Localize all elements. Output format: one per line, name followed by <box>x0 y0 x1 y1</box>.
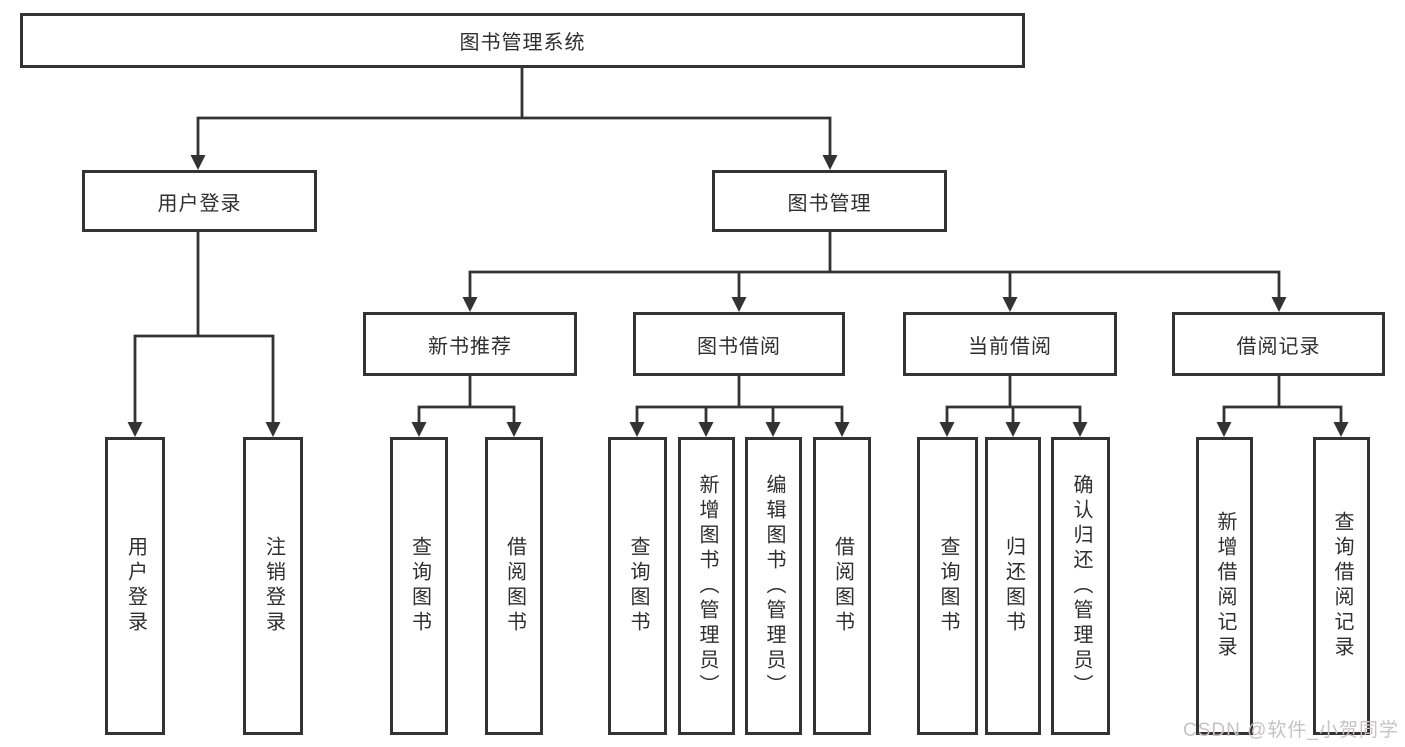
connector-line <box>945 374 1082 428</box>
node-book-borrow: 图书借阅 <box>633 312 845 376</box>
leaf-rec-borrow-books-label: 借阅图书 <box>503 536 526 636</box>
node-new-book-recommend: 新书推荐 <box>363 312 577 376</box>
leaf-user-login-label: 用户登录 <box>124 536 147 636</box>
node-root-label: 图书管理系统 <box>459 32 586 54</box>
node-book-borrow-label: 图书借阅 <box>697 335 781 358</box>
leaf-add-borrow-record-label: 新增借阅记录 <box>1214 511 1236 661</box>
leaf-query-borrow-record-label: 查询借阅记录 <box>1331 511 1353 661</box>
arrowhead-icon <box>939 422 955 437</box>
arrowhead-icon <box>411 422 427 437</box>
arrowhead-icon <box>1072 422 1088 437</box>
arrowhead-icon <box>462 297 478 312</box>
leaf-current-query-books-label: 查询图书 <box>937 536 959 636</box>
leaf-query-borrow-record: 查询借阅记录 <box>1313 437 1370 735</box>
arrowhead-icon <box>1271 297 1287 312</box>
arrowhead-icon <box>190 155 206 170</box>
leaf-add-borrow-record: 新增借阅记录 <box>1196 437 1253 735</box>
node-current-borrow: 当前借阅 <box>903 312 1117 376</box>
node-new-book-recommend-label: 新书推荐 <box>428 335 512 358</box>
arrowhead-icon <box>698 422 714 437</box>
leaf-borrow-books-label: 借阅图书 <box>831 536 854 636</box>
leaf-rec-borrow-books: 借阅图书 <box>485 437 543 735</box>
arrowhead-icon <box>629 422 645 437</box>
node-root: 图书管理系统 <box>20 13 1025 68</box>
leaf-user-login: 用户登录 <box>105 437 165 735</box>
arrowhead-icon <box>765 422 781 437</box>
node-user-login: 用户登录 <box>82 170 317 232</box>
leaf-edit-books-admin: 编辑图书（管理员） <box>745 437 802 735</box>
node-user-login-label: 用户登录 <box>157 192 242 215</box>
connector-line <box>635 374 844 428</box>
arrowhead-icon <box>1216 422 1232 437</box>
leaf-logout: 注销登录 <box>243 437 303 735</box>
arrowhead-icon <box>822 155 838 170</box>
csdn-watermark: CSDN @软件_小贺同学 <box>1183 720 1399 741</box>
leaf-edit-books-admin-label: 编辑图书（管理员） <box>763 473 785 699</box>
arrowhead-icon <box>1005 422 1021 437</box>
leaf-add-books-admin-label: 新增图书（管理员） <box>696 473 718 699</box>
leaf-confirm-return-admin-label: 确认归还（管理员） <box>1070 473 1092 699</box>
node-book-management: 图书管理 <box>712 170 947 232</box>
leaf-rec-query-books-label: 查询图书 <box>408 536 431 636</box>
leaf-rec-query-books: 查询图书 <box>390 437 448 735</box>
leaf-return-books: 归还图书 <box>985 437 1041 735</box>
leaf-current-query-books: 查询图书 <box>917 437 978 735</box>
arrowhead-icon <box>506 422 522 437</box>
connector-line <box>468 230 1281 303</box>
connector-line <box>196 66 832 161</box>
connector-line <box>1222 374 1343 428</box>
node-borrow-records-label: 借阅记录 <box>1236 335 1321 358</box>
node-book-management-label: 图书管理 <box>787 192 872 215</box>
arrowhead-icon <box>731 297 747 312</box>
node-borrow-records: 借阅记录 <box>1172 312 1385 376</box>
leaf-confirm-return-admin: 确认归还（管理员） <box>1051 437 1110 735</box>
leaf-borrow-books: 借阅图书 <box>813 437 871 735</box>
arrowhead-icon <box>834 422 850 437</box>
arrowhead-icon <box>1002 297 1018 312</box>
node-current-borrow-label: 当前借阅 <box>968 335 1052 358</box>
arrowhead-icon <box>1333 422 1349 437</box>
leaf-add-books-admin: 新增图书（管理员） <box>678 437 735 735</box>
leaf-return-books-label: 归还图书 <box>1002 536 1025 636</box>
arrowhead-icon <box>265 422 281 437</box>
leaf-borrow-query-books-label: 查询图书 <box>627 536 649 636</box>
leaf-logout-label: 注销登录 <box>262 536 285 636</box>
leaf-borrow-query-books: 查询图书 <box>608 437 667 735</box>
arrowhead-icon <box>127 422 143 437</box>
connector-line <box>133 230 275 428</box>
connector-line <box>417 374 516 428</box>
